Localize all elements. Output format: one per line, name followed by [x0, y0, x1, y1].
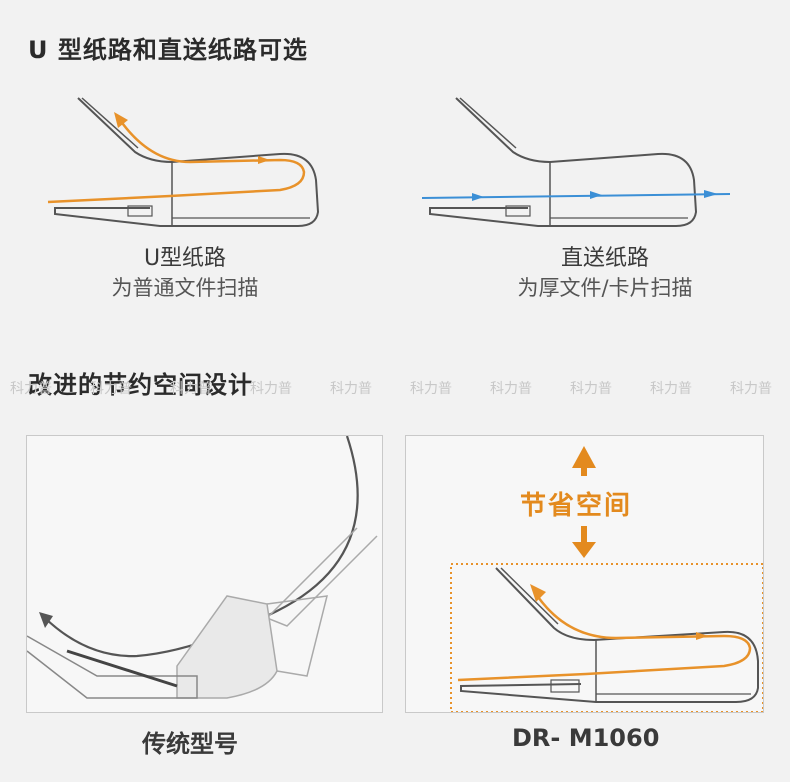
space-arrow-down: [572, 542, 596, 558]
roller: [127, 205, 153, 217]
u-path-label: U型纸路: [143, 246, 227, 271]
u-path-arrow: [47, 119, 306, 204]
u-path-arrow: [457, 593, 752, 682]
scanner-outline: [429, 97, 698, 227]
straight-path-label: 直送纸路: [560, 246, 649, 271]
straight-path-arrow-2: [590, 191, 602, 199]
watermark: 科力普: [650, 381, 692, 397]
paper-curve: [44, 435, 359, 658]
feeder-tray: [459, 97, 517, 149]
scanner-outline: [460, 567, 759, 703]
straight-path-diagram: [421, 97, 731, 227]
u-path-desc: 为普通文件扫描: [111, 276, 259, 300]
section-title-paper-path: U 型纸路和直送纸路可选: [28, 36, 308, 64]
bottom-tray: [26, 635, 198, 699]
traditional-model-frame: [26, 435, 383, 713]
traditional-scanner-drawing: [26, 435, 378, 699]
model-label: DR- M1060: [512, 724, 660, 752]
roller: [505, 205, 531, 217]
new-model-frame: [405, 435, 764, 713]
watermark: 科力普: [570, 381, 612, 397]
watermark: 科力普: [170, 381, 212, 397]
straight-path-arrow-3: [704, 190, 718, 198]
straight-path-desc: 为厚文件/卡片扫描: [517, 276, 693, 300]
watermark: 科力普: [330, 381, 372, 397]
scanner-outline: [54, 97, 320, 227]
watermark: 科力普: [490, 381, 532, 397]
feeder-tray: [500, 567, 559, 625]
u-path-arrowhead: [114, 112, 128, 128]
watermark: 科力普: [250, 381, 292, 397]
output-slot: [66, 649, 178, 688]
side-fin: [266, 595, 328, 677]
straight-path-line: [421, 193, 731, 199]
space-saving-label: 节省空间: [520, 491, 633, 521]
top-tray: [265, 527, 378, 627]
section-title-space-saving: 改进的节约空间设计: [28, 371, 253, 399]
u-path-mid-arrow: [696, 632, 708, 640]
new-model-drawing: [450, 446, 764, 713]
watermark: 科力普: [10, 381, 52, 397]
watermark: 科力普: [410, 381, 452, 397]
feeder-tray: [81, 97, 139, 149]
u-path-diagram: [47, 97, 320, 227]
traditional-model-label: 传统型号: [142, 730, 238, 758]
u-path-mid-arrow: [258, 156, 270, 164]
straight-path-arrow-1: [472, 193, 484, 201]
roller: [550, 679, 580, 693]
scanner-body: [176, 595, 278, 699]
paper-arrowhead: [39, 612, 53, 628]
watermark: 科力普: [730, 381, 772, 397]
space-arrow-up: [572, 446, 596, 468]
u-path-arrowhead: [530, 584, 546, 602]
watermark: 科力普: [90, 381, 132, 397]
